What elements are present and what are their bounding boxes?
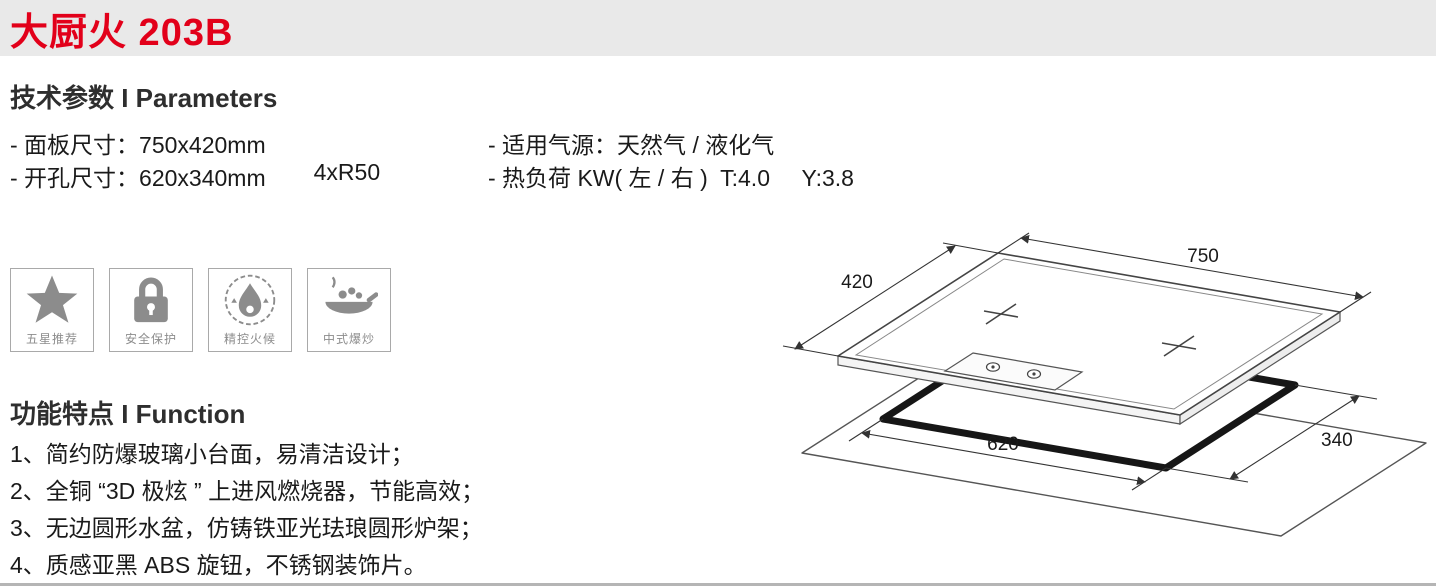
param-panel-size: - 面板尺寸：750x420mm bbox=[10, 132, 266, 158]
lock-icon bbox=[110, 272, 192, 328]
parameters-heading: 技术参数 I Parameters bbox=[10, 83, 278, 113]
footer-divider bbox=[0, 583, 1436, 586]
function-list: 1、简约防爆玻璃小台面，易清洁设计； 2、全铜 “3D 极炫 ” 上进风燃烧器，… bbox=[10, 436, 484, 584]
knob-left bbox=[985, 362, 1001, 372]
feature-label: 精控火候 bbox=[223, 332, 276, 346]
feature-box-stir-fry: 中式爆炒 bbox=[307, 268, 391, 352]
feature-label: 安全保护 bbox=[124, 332, 177, 346]
title-banner: 大厨火 203B bbox=[0, 0, 1436, 56]
dimension-line-340 bbox=[1229, 395, 1360, 480]
burner-cross-left bbox=[983, 303, 1019, 325]
dimension-label-620: 620 bbox=[987, 434, 1019, 455]
feature-box-recommend: 五星推荐 bbox=[10, 268, 94, 352]
dimension-620 bbox=[848, 418, 1167, 491]
burner-cross-right bbox=[1161, 335, 1197, 357]
param-cutout-row: - 开孔尺寸：620x340mm 4xR50 bbox=[10, 159, 380, 193]
dimension-label-340: 340 bbox=[1321, 430, 1353, 451]
param-gas-source: - 适用气源：天然气 / 液化气 bbox=[488, 132, 775, 158]
cooktop-dimension-diagram: 620 340 bbox=[782, 232, 1427, 537]
star-icon bbox=[11, 272, 93, 328]
dimension-420 bbox=[782, 242, 999, 357]
feature-label: 中式爆炒 bbox=[322, 332, 375, 346]
param-cutout-radius: 4xR50 bbox=[313, 159, 381, 185]
dimension-750 bbox=[997, 232, 1372, 313]
dimension-line-750 bbox=[1020, 235, 1364, 300]
dimension-line-420 bbox=[794, 245, 956, 350]
function-item: 2、全铜 “3D 极炫 ” 上进风燃烧器，节能高效； bbox=[10, 478, 485, 504]
feature-badges: 五星推荐 安全保护 bbox=[10, 268, 391, 352]
flame-icon bbox=[209, 272, 291, 328]
param-heat-load: - 热负荷 KW( 左 / 右 ) T:4.0 Y:3.8 bbox=[488, 165, 854, 191]
control-panel bbox=[943, 352, 1084, 391]
wok-icon bbox=[308, 272, 390, 328]
function-item: 3、无边圆形水盆，仿铸铁亚光珐琅圆形炉架； bbox=[10, 515, 483, 541]
knob-right bbox=[1026, 369, 1042, 379]
feature-label: 五星推荐 bbox=[25, 332, 78, 346]
feature-box-safety: 安全保护 bbox=[109, 268, 193, 352]
function-heading: 功能特点 I Function bbox=[10, 399, 246, 429]
dimension-340 bbox=[1165, 384, 1378, 483]
param-cutout-size: - 开孔尺寸：620x340mm bbox=[10, 165, 266, 191]
function-item: 4、质感亚黑 ABS 旋钮，不锈钢装饰片。 bbox=[10, 552, 427, 578]
function-item: 1、简约防爆玻璃小台面，易清洁设计； bbox=[10, 441, 414, 467]
dimension-line-620 bbox=[861, 430, 1146, 485]
dimension-label-420: 420 bbox=[841, 272, 873, 293]
product-title: 大厨火 203B bbox=[10, 11, 234, 54]
feature-box-flame-control: 精控火候 bbox=[208, 268, 292, 352]
dimension-label-750: 750 bbox=[1187, 246, 1219, 267]
